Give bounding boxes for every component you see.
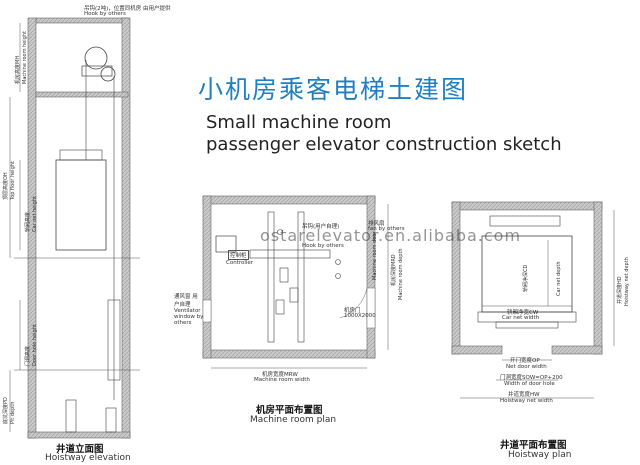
pit-depth-label-en: Pit depth xyxy=(10,401,16,424)
traction-machine xyxy=(84,46,108,70)
depth-label-en: Machine room depth xyxy=(398,248,404,300)
car-width-label-cn: 轿厢净宽CW xyxy=(507,310,539,316)
hoistway-width-label-cn: 井道宽度HW xyxy=(508,392,540,398)
hoistway-right-wall xyxy=(121,17,131,439)
machine-room-door-opening xyxy=(366,287,376,329)
title-english-line1: Small machine room xyxy=(206,112,392,133)
front-wall-right xyxy=(551,345,603,355)
counterweight-plan xyxy=(489,215,561,227)
guide-rail-right xyxy=(297,211,305,343)
deflector-sheave xyxy=(100,66,116,82)
title-english-line2: passenger elevator construction sketch xyxy=(206,134,562,155)
hoistway-plan-left-wall xyxy=(451,201,461,355)
door-swing-arc xyxy=(339,287,368,319)
car-buffer xyxy=(65,399,77,433)
door-size-label: 1000X2000 xyxy=(344,313,376,319)
depth-label-cn: 机房深度MRD xyxy=(391,254,397,286)
hook-point-2 xyxy=(335,273,341,279)
elevation-hook-note-en: Hook by others xyxy=(84,11,126,17)
machine-room-plan-caption-en: Machine room plan xyxy=(250,415,337,425)
elevator-car xyxy=(55,159,107,251)
hoistway-depth-label-en: Hoistway net depth xyxy=(624,257,630,306)
door-label-cn: 机房门 xyxy=(344,308,361,314)
front-wall-left xyxy=(451,345,503,355)
door-width-label-en: Net door width xyxy=(506,364,547,370)
guide-rail-left xyxy=(267,211,275,343)
width-label-cn: 机房宽度MRW xyxy=(262,372,298,378)
ventilator-window-opening xyxy=(202,299,212,323)
machine-room-ceiling-slab xyxy=(35,17,129,24)
hoistway-width-label-en: Hoistway net width xyxy=(500,398,553,404)
hook-point-3 xyxy=(277,229,283,235)
hoistway-elevation-caption-en: Hoistway elevation xyxy=(45,453,131,463)
elevation-hook-note-cn: 吊钩(2吨)，位置同机房 由用户提供 xyxy=(84,6,171,12)
machine-room-left-wall xyxy=(202,195,212,359)
counterweight xyxy=(107,299,121,381)
fan-label-en: fan by others xyxy=(368,226,405,232)
controller-label-cn: 控制柜 xyxy=(228,250,249,260)
car-width-label-en: Car net width xyxy=(502,315,540,321)
hoistway-plan-caption-cn: 井道平面布置图 xyxy=(500,440,567,451)
machine-room-plan-drawing xyxy=(202,195,389,369)
machine-room-right-wall xyxy=(366,195,376,359)
hoistway-top-wall xyxy=(451,201,603,211)
hook-label-cn: 吊钩(用户自理) xyxy=(302,224,340,230)
ventilator-label-en: Ventilator window by others xyxy=(174,308,204,326)
hoistway-elevation-drawing xyxy=(9,17,140,439)
machine-room-height-label-en: Machine room height xyxy=(22,31,28,84)
ventilator-label-cn: 通风窗 用户自理 xyxy=(174,294,198,308)
machine-room-floor-slab xyxy=(35,91,129,98)
counterweight-buffer xyxy=(105,407,117,433)
title-chinese: 小机房乘客电梯土建图 xyxy=(198,75,469,104)
hoistway-elevation-caption-cn: 井道立面图 xyxy=(56,444,104,455)
hook-point-1 xyxy=(335,259,341,265)
car-depth-label-en: Car net depth xyxy=(556,261,562,296)
door-height-label-cn: 门洞高度 xyxy=(25,345,31,366)
fan-label-cn: 排风扇 xyxy=(368,221,385,227)
machine-room-height-label-cn: 机房高度MH xyxy=(15,55,21,84)
pit-floor xyxy=(27,431,131,439)
pit-depth-label-cn: 底坑深度PD xyxy=(3,397,9,424)
car-height-label-en: Car net height xyxy=(32,196,38,232)
door-label-en: Machine room door xyxy=(372,231,378,280)
controller-cabinet xyxy=(215,235,237,253)
door-hole-label-cn: 门洞宽度SOW=OP+200 xyxy=(500,375,563,381)
top-floor-height-label-en: Top floor height xyxy=(10,161,16,200)
car-height-label-cn: 轿厢高度 xyxy=(25,211,31,232)
hoistway-plan-caption-en: Hoistway plan xyxy=(508,450,572,460)
rope-hole-1 xyxy=(279,267,289,283)
machine-room-top-wall xyxy=(202,195,376,205)
machine-room-bottom-wall xyxy=(202,349,376,359)
hoistway-plan-drawing xyxy=(451,201,615,399)
door-width-label-cn: 开门宽度OP xyxy=(510,358,540,364)
hook-label-en: Hook by others xyxy=(302,243,344,249)
machine-beam xyxy=(249,249,331,259)
landing-door xyxy=(495,321,559,329)
watermark: ostarelevator.en.alibaba.com xyxy=(260,226,522,245)
hoistway-plan-right-wall xyxy=(593,201,603,355)
door-height-label-en: Door hole height xyxy=(32,324,38,366)
machine-base xyxy=(81,65,113,77)
car-depth-label-cn: 轿厢净深CD xyxy=(523,264,529,292)
top-floor-height-label-cn: 顶层高度OH xyxy=(3,172,9,200)
controller-label-en: Controller xyxy=(226,260,254,266)
car-top-frame xyxy=(59,149,103,161)
rope-hole-2 xyxy=(289,287,299,303)
width-label-en: Machine room width xyxy=(254,377,310,383)
machine-room-plan-caption-cn: 机房平面布置图 xyxy=(256,405,323,416)
rope-hole-3 xyxy=(275,299,285,315)
door-hole-label-en: Width of door hole xyxy=(504,381,555,387)
hoistway-depth-label-cn: 井道深度HD xyxy=(617,276,623,304)
